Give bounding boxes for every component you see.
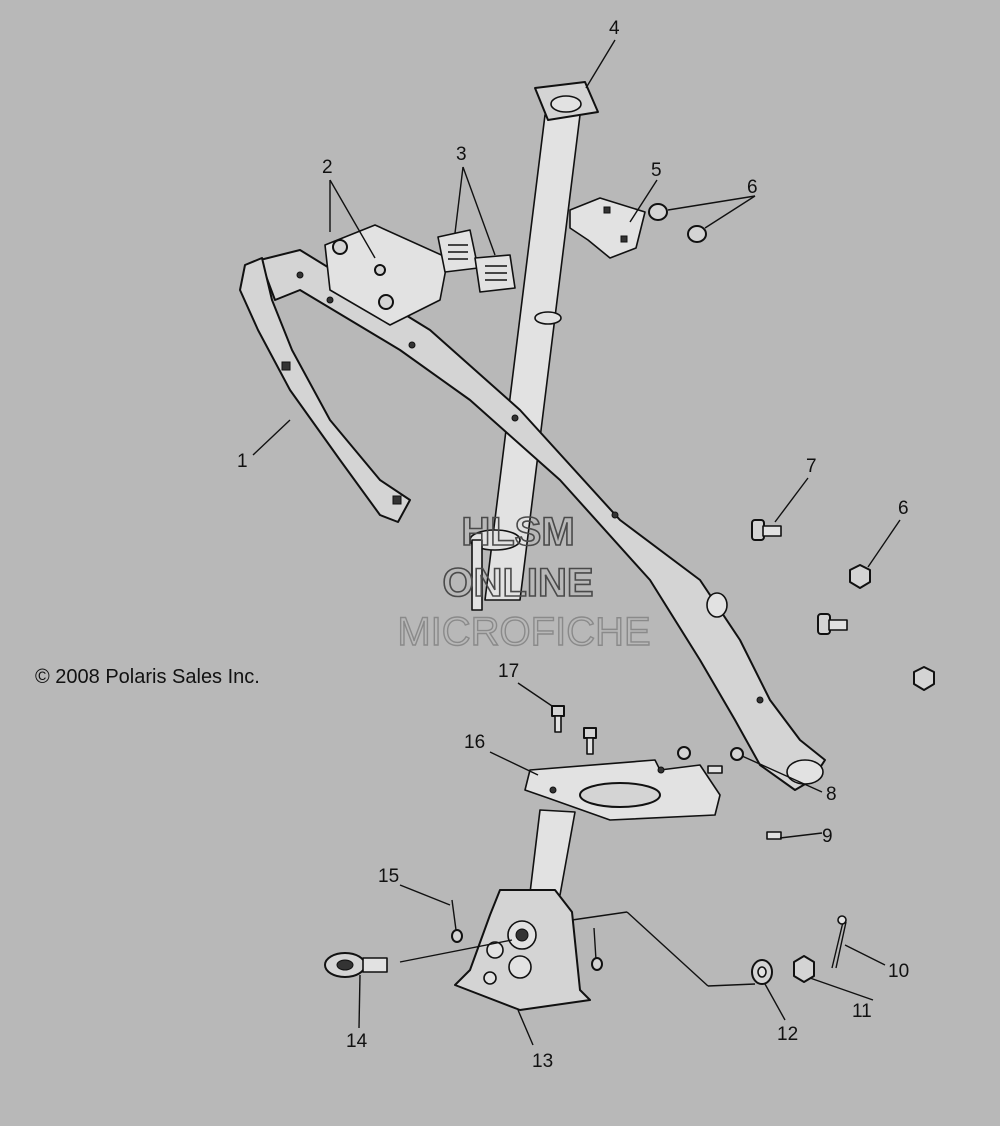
copyright-text: © 2008 Polaris Sales Inc.	[35, 666, 260, 688]
callout-12: 12	[777, 1024, 798, 1045]
callout-3: 3	[456, 144, 467, 165]
leader-lines	[252, 39, 901, 1046]
callout-6-top: 6	[747, 177, 758, 198]
eye-bolt-14	[324, 952, 388, 978]
callout-8: 8	[826, 784, 837, 805]
callout-7: 7	[806, 456, 817, 477]
callout-6-right: 6	[898, 498, 909, 519]
bracket-5	[569, 197, 646, 259]
callout-11: 11	[852, 1001, 872, 1022]
callout-4: 4	[609, 18, 620, 39]
callout-1: 1	[237, 451, 248, 472]
tube-frame-1	[239, 249, 826, 791]
callout-10: 10	[888, 961, 909, 982]
mount-plate-16	[524, 759, 721, 821]
bolts-17	[551, 705, 597, 755]
callout-14: 14	[346, 1031, 368, 1052]
callout-5: 5	[651, 160, 662, 181]
watermark-line3: MICROFICHE	[397, 610, 650, 654]
pins-15	[451, 899, 603, 971]
callout-17: 17	[498, 661, 519, 682]
watermark-line2: ONLINE	[442, 561, 593, 605]
hardware-8-9	[677, 746, 782, 840]
hardware-10-11-12	[751, 915, 847, 985]
callout-labels: 1 2 3 4 5 6 6 7 8 9 10 11 12 13 14 15 16…	[237, 18, 909, 1072]
stud-plate-2	[324, 224, 449, 326]
watermark: HLSM ONLINE MICROFICHE	[397, 509, 652, 655]
callout-9: 9	[822, 826, 833, 847]
bolts-7	[751, 519, 848, 635]
lower-shaft	[529, 809, 576, 896]
callout-2: 2	[322, 157, 333, 178]
grommets-6	[648, 203, 707, 243]
pivot-bracket-13	[454, 889, 591, 1011]
flange-nuts-6	[849, 564, 935, 691]
watermark-line1: HLSM	[461, 510, 574, 554]
steering-column-4	[469, 81, 599, 611]
clips-3	[437, 229, 516, 293]
callout-13: 13	[532, 1051, 553, 1072]
callout-16: 16	[464, 732, 485, 753]
callout-15: 15	[378, 866, 399, 887]
